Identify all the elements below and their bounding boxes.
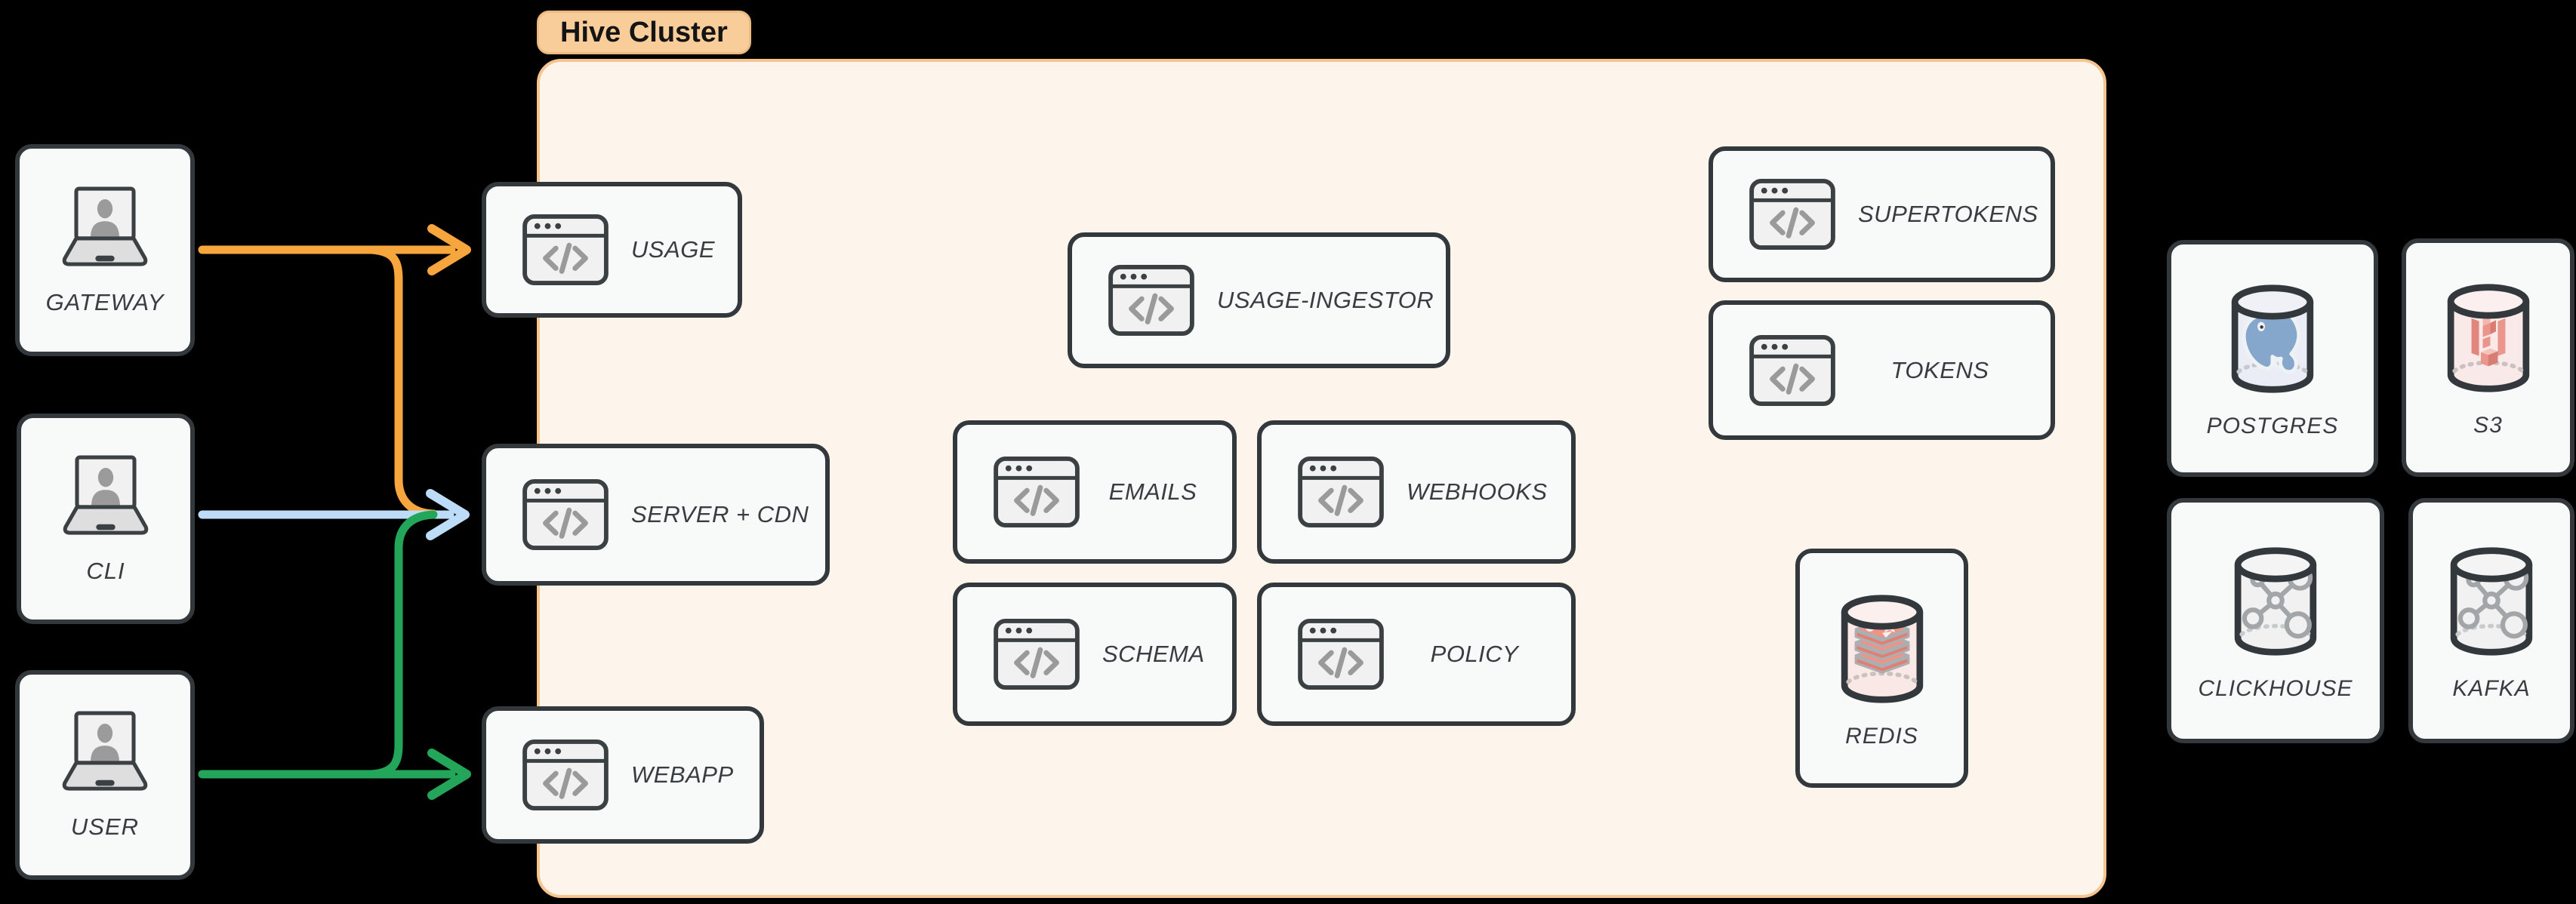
client-node-gateway: GATEWAY bbox=[15, 144, 195, 356]
s3-database-icon bbox=[2432, 277, 2545, 399]
db-label-postgres: POSTGRES bbox=[2206, 414, 2339, 438]
service-label-webapp: WEBAPP bbox=[631, 761, 734, 788]
client-label-gateway: GATEWAY bbox=[45, 288, 165, 315]
client-label-cli: CLI bbox=[86, 557, 125, 584]
edge-gateway-to-server-cdn bbox=[367, 245, 438, 518]
service-label-emails: EMAILS bbox=[1108, 478, 1197, 505]
service-label-usage: USAGE bbox=[631, 236, 716, 263]
db-node-s3: S3 bbox=[2402, 238, 2574, 477]
client-label-user: USER bbox=[70, 813, 140, 840]
laptop-user-icon bbox=[48, 454, 163, 540]
db-label-redis: REDIS bbox=[1845, 723, 1918, 749]
arrowhead-webapp bbox=[427, 749, 471, 800]
arrowhead-server-cdn bbox=[426, 489, 470, 540]
code-window-icon bbox=[992, 617, 1081, 691]
service-label-tokens: TOKENS bbox=[1890, 356, 1989, 383]
service-label-webhooks: WEBHOOKS bbox=[1407, 478, 1548, 505]
code-window-icon bbox=[1296, 617, 1385, 691]
service-node-webapp: WEBAPP bbox=[482, 706, 764, 844]
service-node-server-cdn: SERVER + CDN bbox=[482, 444, 830, 586]
hive-cluster-badge: Hive Cluster bbox=[537, 11, 751, 54]
service-node-usage: USAGE bbox=[482, 182, 742, 318]
code-window-icon bbox=[1107, 263, 1196, 337]
postgres-database-icon bbox=[2216, 278, 2329, 400]
db-label-s3: S3 bbox=[2473, 413, 2503, 438]
service-label-server-cdn: SERVER + CDN bbox=[631, 501, 809, 527]
service-node-supertokens: SUPERTOKENS bbox=[1709, 146, 2055, 282]
service-node-webhooks: WEBHOOKS bbox=[1257, 420, 1576, 564]
service-node-tokens: TOKENS bbox=[1709, 300, 2055, 440]
code-window-icon bbox=[521, 213, 610, 287]
hive-cluster-badge-label: Hive Cluster bbox=[560, 16, 728, 48]
code-window-icon bbox=[521, 738, 610, 812]
service-label-policy: POLICY bbox=[1430, 641, 1519, 667]
db-label-clickhouse: CLICKHOUSE bbox=[2198, 675, 2353, 701]
db-node-redis: REDIS bbox=[1795, 549, 1968, 788]
service-node-schema: SCHEMA bbox=[953, 583, 1237, 726]
service-node-policy: POLICY bbox=[1257, 583, 1576, 726]
service-label-usage-ingestor: USAGE-INGESTOR bbox=[1217, 287, 1434, 313]
db-node-clickhouse: CLICKHOUSE bbox=[2167, 498, 2384, 743]
code-window-icon bbox=[992, 455, 1081, 529]
laptop-user-icon bbox=[48, 709, 162, 795]
edge-user-to-server-cdn bbox=[367, 510, 438, 779]
db-node-postgres: POSTGRES bbox=[2167, 240, 2378, 477]
code-window-icon bbox=[521, 478, 610, 552]
code-window-icon bbox=[1296, 455, 1385, 529]
client-node-cli: CLI bbox=[17, 414, 195, 624]
code-window-icon bbox=[1748, 334, 1837, 407]
laptop-user-icon bbox=[48, 185, 162, 271]
service-label-supertokens: SUPERTOKENS bbox=[1858, 201, 2038, 227]
arrowhead-usage bbox=[427, 224, 471, 275]
service-label-schema: SCHEMA bbox=[1102, 641, 1205, 667]
db-label-kafka: KAFKA bbox=[2452, 675, 2531, 701]
service-node-usage-ingestor: USAGE-INGESTOR bbox=[1068, 232, 1450, 368]
client-node-user: USER bbox=[15, 670, 195, 880]
clickhouse-database-icon bbox=[2219, 540, 2332, 663]
code-window-icon bbox=[1748, 177, 1837, 251]
kafka-database-icon bbox=[2435, 540, 2548, 663]
db-node-kafka: KAFKA bbox=[2408, 498, 2574, 743]
service-node-emails: EMAILS bbox=[953, 420, 1237, 564]
redis-database-icon bbox=[1826, 588, 1939, 710]
